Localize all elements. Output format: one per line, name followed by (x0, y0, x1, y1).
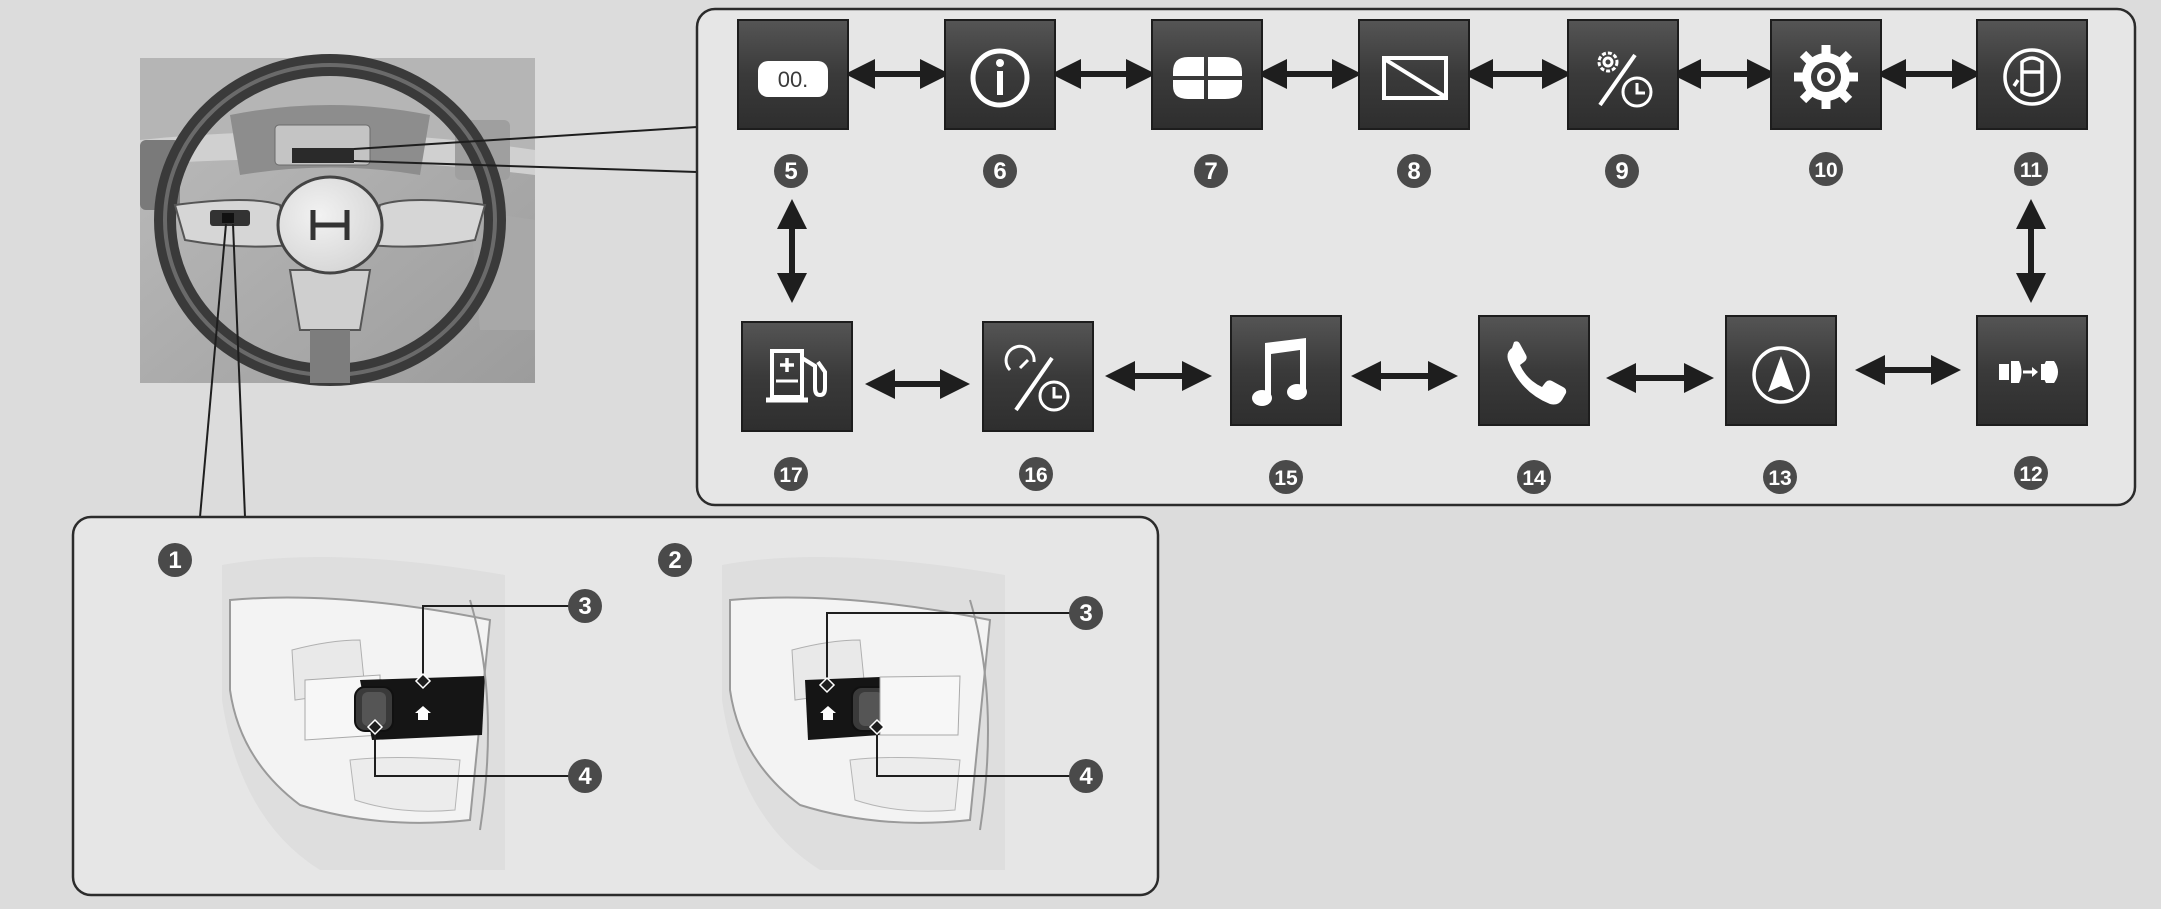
callout-number-2: 2 (658, 543, 692, 577)
screen-tile-5: 00. (737, 19, 849, 130)
left-home-marker (414, 672, 432, 690)
screen-tile-17 (741, 321, 853, 432)
callout-number-4-left: 4 (568, 759, 602, 793)
speed-timer-icon (1004, 344, 1070, 412)
callout-lines (199, 126, 698, 518)
odometer-icon-text: 00. (778, 67, 809, 92)
svg-text:16: 16 (1024, 464, 1047, 487)
svg-text:17: 17 (779, 464, 802, 487)
svg-text:3: 3 (578, 593, 591, 620)
callout-number-5: 5 (774, 154, 808, 188)
steering-control-right-variant (722, 557, 1005, 870)
callout-number-4-right: 4 (1069, 759, 1103, 793)
svg-text:5: 5 (784, 158, 797, 185)
callout-number-7: 7 (1194, 154, 1228, 188)
callout-number-6: 6 (983, 154, 1017, 188)
screen-tile-9 (1567, 19, 1679, 130)
callout-number-16: 16 (1019, 457, 1053, 491)
svg-text:12: 12 (2019, 463, 2042, 486)
callout-number-11: 11 (2014, 152, 2048, 186)
svg-text:15: 15 (1274, 467, 1298, 490)
screen-tile-7 (1151, 19, 1263, 130)
display-screen-highlight (292, 148, 354, 163)
multi-panel-display-icon (1173, 57, 1242, 99)
callout-number-3-left: 3 (568, 589, 602, 623)
screen-tile-10 (1770, 19, 1882, 130)
callout-number-3-right: 3 (1069, 596, 1103, 630)
settings-timer-icon (1597, 51, 1653, 108)
headlight-icon (1999, 361, 2058, 383)
svg-text:7: 7 (1204, 158, 1217, 185)
svg-text:8: 8 (1407, 158, 1420, 185)
navigation-compass-icon (1752, 346, 1810, 404)
steering-control-left-variant (222, 557, 505, 870)
fuel-pump-icon (766, 349, 827, 403)
screen-tile-14 (1478, 315, 1590, 426)
svg-text:4: 4 (578, 763, 592, 790)
svg-text:14: 14 (1522, 467, 1546, 490)
callout-number-8: 8 (1397, 154, 1431, 188)
right-variant-leaders (826, 612, 1075, 777)
svg-text:13: 13 (1768, 467, 1791, 490)
svg-text:11: 11 (2020, 159, 2043, 182)
screen-tile-16 (982, 321, 1094, 432)
svg-text:10: 10 (1814, 159, 1837, 182)
callout-number-12: 12 (2014, 456, 2048, 490)
arrows-vertical (777, 199, 2046, 303)
svg-text:3: 3 (1079, 600, 1092, 627)
screen-tile-12 (1976, 315, 2088, 426)
steering-wheel-photo (140, 54, 535, 386)
screen-tile-15 (1230, 315, 1342, 426)
odometer-display-icon: 00. (758, 61, 828, 97)
svg-text:9: 9 (1615, 158, 1628, 185)
left-wheel-marker (366, 718, 384, 736)
screen-tile-6 (944, 19, 1056, 130)
music-note-icon (1252, 338, 1307, 406)
callout-number-14: 14 (1517, 460, 1551, 494)
svg-text:4: 4 (1079, 763, 1093, 790)
callout-number-13: 13 (1763, 460, 1797, 494)
vehicle-door-icon (2003, 48, 2061, 106)
screen-tile-11 (1976, 19, 2088, 130)
gear-icon (1794, 45, 1858, 109)
svg-text:6: 6 (993, 158, 1006, 185)
callout-number-17: 17 (774, 457, 808, 491)
information-icon (970, 48, 1030, 108)
callout-number-15: 15 (1269, 460, 1303, 494)
right-wheel-marker (868, 718, 886, 736)
callout-number-1: 1 (158, 543, 192, 577)
screen-tile-8 (1358, 19, 1470, 130)
arrows-row-bottom (865, 355, 1961, 399)
screen-tile-13 (1725, 315, 1837, 426)
svg-text:2: 2 (668, 547, 681, 574)
callout-number-10: 10 (1809, 152, 1843, 186)
right-home-marker (818, 676, 836, 694)
callout-number-9: 9 (1605, 154, 1639, 188)
left-variant-leaders (374, 605, 574, 777)
blank-screen-icon (1382, 56, 1448, 100)
svg-text:1: 1 (168, 547, 181, 574)
phone-icon (1507, 341, 1567, 405)
